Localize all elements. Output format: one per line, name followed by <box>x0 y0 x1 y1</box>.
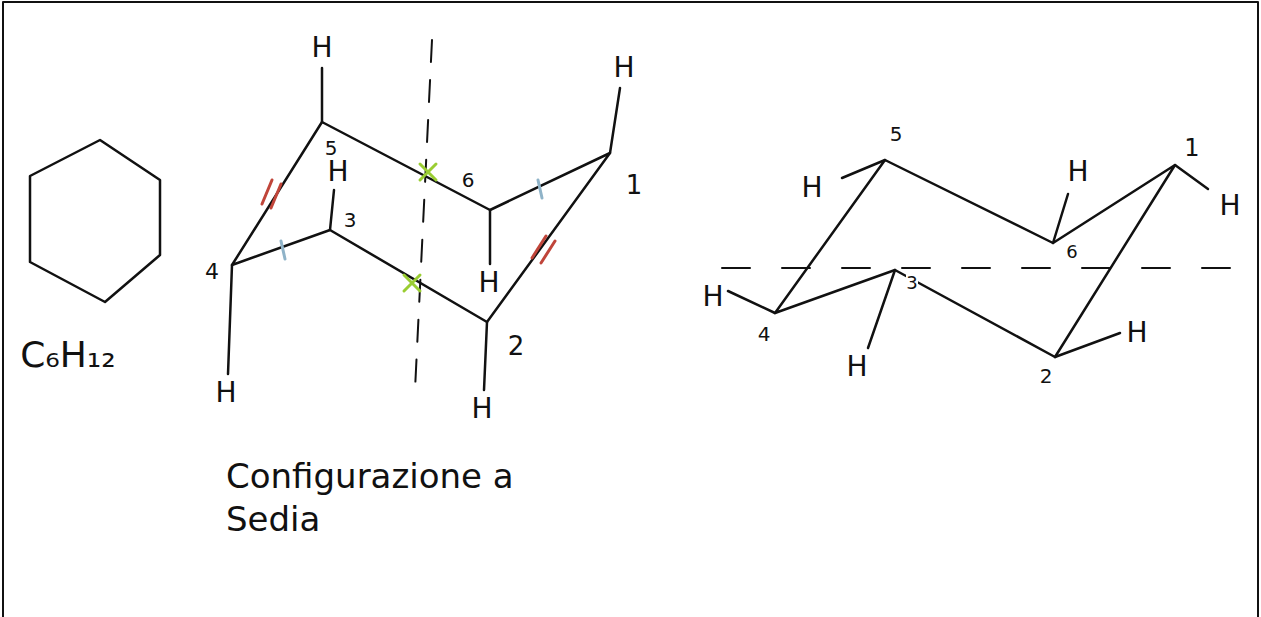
atom-number: 5 <box>325 138 338 158</box>
equal-mark <box>538 180 542 198</box>
bond <box>489 210 492 264</box>
bond <box>728 291 775 313</box>
chair-ring <box>232 122 610 322</box>
atom-label: H <box>478 269 499 297</box>
bond <box>610 88 620 153</box>
atom-number: 1 <box>1184 136 1199 160</box>
bond <box>868 270 895 348</box>
bond <box>1055 333 1120 357</box>
equal-mark <box>262 180 281 208</box>
atom-label: H <box>613 54 634 82</box>
atom-label: H <box>311 34 332 62</box>
symmetry-plane <box>415 40 432 390</box>
atom-label: H <box>215 379 236 407</box>
atom-label: H <box>327 158 348 186</box>
bond <box>484 322 487 390</box>
formula: C₆H₁₂ <box>20 337 116 373</box>
atom-label: H <box>471 395 492 423</box>
equal-mark <box>532 236 555 263</box>
atom-number: 2 <box>508 333 525 359</box>
atom-label: H <box>846 353 867 381</box>
chair-ring <box>775 160 1175 357</box>
mean-plane <box>722 267 1255 269</box>
equal-mark <box>281 241 285 259</box>
cross-mark <box>420 164 436 180</box>
atom-number: 1 <box>626 172 643 198</box>
bond <box>321 68 324 122</box>
atom-label: H <box>1067 158 1088 186</box>
atom-label: H <box>1219 192 1240 220</box>
atom-number: 6 <box>1066 243 1077 261</box>
atom-number: 4 <box>758 324 771 344</box>
bond <box>228 265 232 374</box>
bond <box>1053 194 1068 243</box>
caption-text: Configurazione a Sedia <box>226 455 586 540</box>
frame <box>3 2 1258 617</box>
atom-number: 3 <box>906 274 917 292</box>
atom-number: 6 <box>462 170 475 190</box>
hexagon <box>30 140 160 302</box>
atom-label: H <box>1126 319 1147 347</box>
cross-mark <box>404 275 420 291</box>
bond <box>1175 165 1208 189</box>
atom-number: 2 <box>1040 366 1053 386</box>
bond <box>842 160 885 178</box>
atom-number: 5 <box>890 124 903 144</box>
atom-number: 3 <box>344 210 357 230</box>
atom-label: H <box>702 283 723 311</box>
bond <box>330 190 334 230</box>
atom-number: 4 <box>205 261 219 283</box>
atom-label: H <box>801 174 822 202</box>
